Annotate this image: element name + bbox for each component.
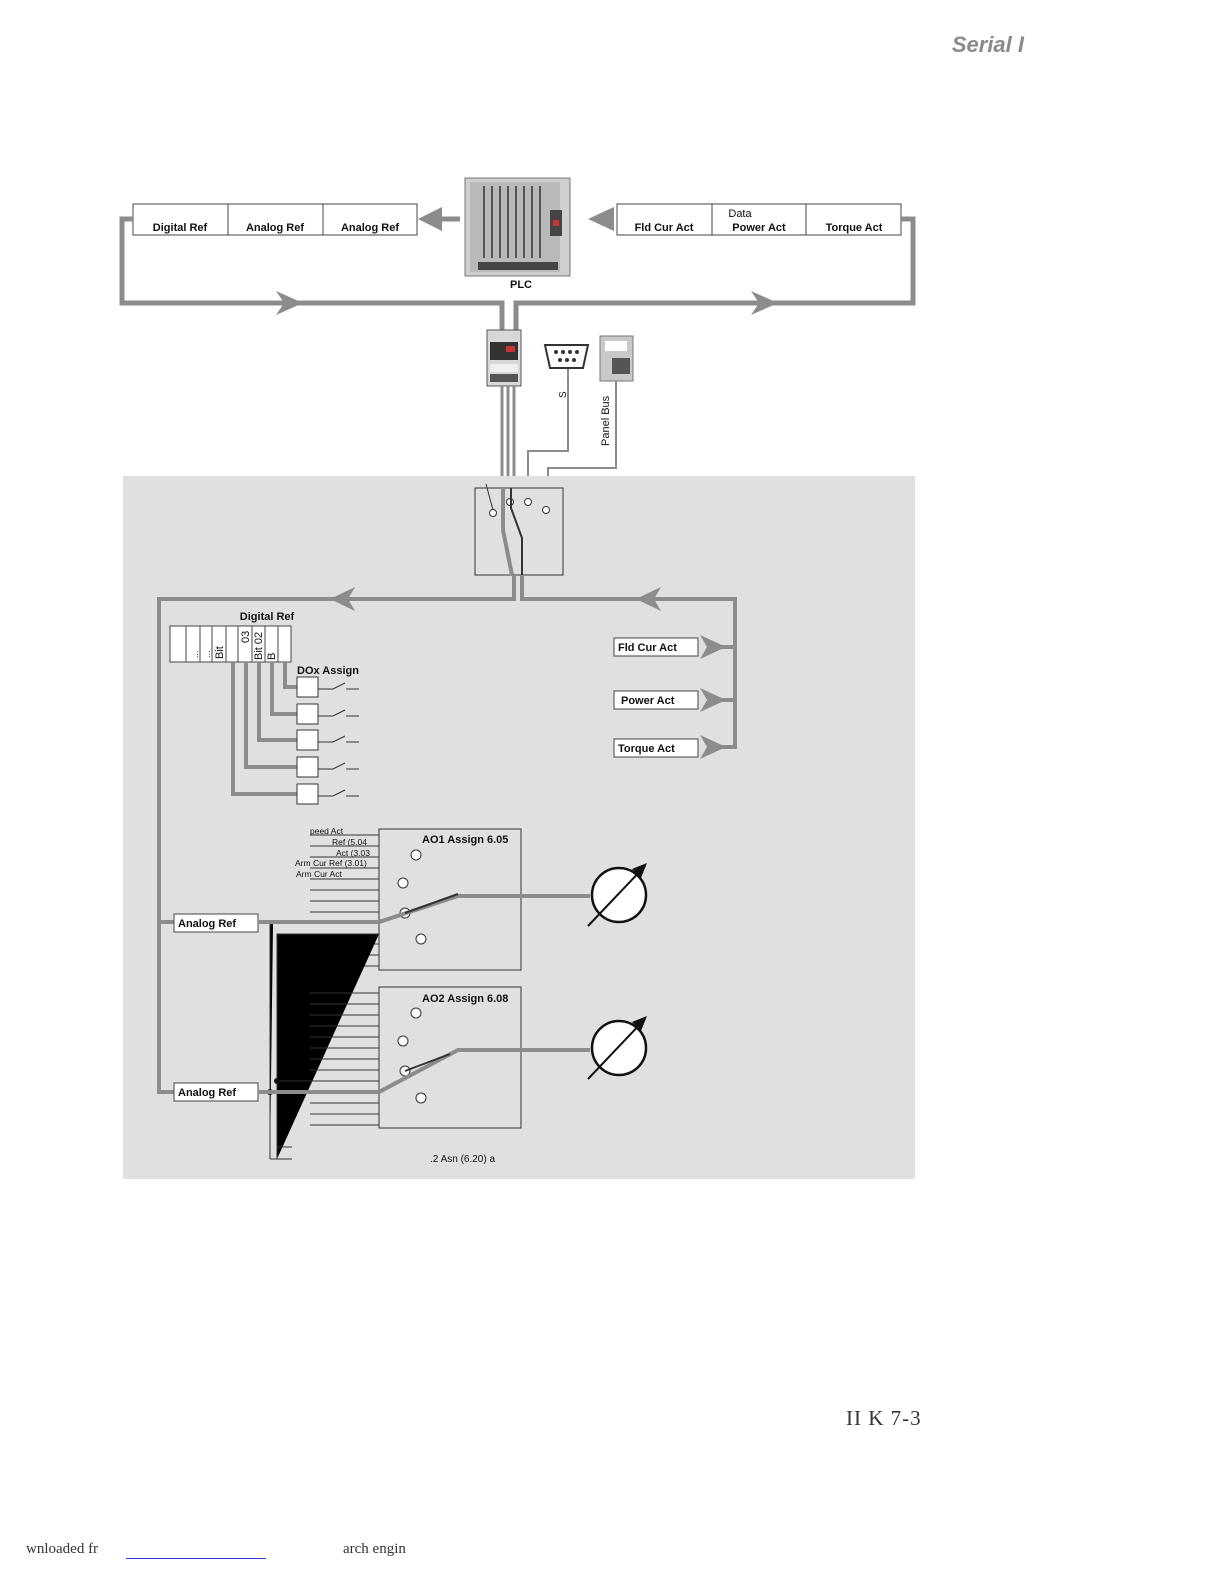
footer-left-text: wnloaded fr: [26, 1541, 99, 1557]
panel-bus-label: Panel Bus: [600, 395, 612, 446]
arrow-right-to-plc: [588, 207, 614, 231]
plc-field-torque-act: Torque Act: [826, 222, 883, 234]
ao1-input-arm-cur-act: Arm Cur Act: [296, 869, 342, 879]
drive-bottom-note: .2 Asn (6.20) a: [430, 1154, 495, 1165]
plc-rack-icon: [464, 177, 571, 277]
bit-cell-03: 03: [240, 631, 252, 643]
plc-data-frame: Digital Ref Analog Ref Analog Ref Data F…: [119, 203, 916, 330]
drive-analog-ref-1: Analog Ref: [178, 918, 236, 930]
arrow-torque-act: [700, 735, 726, 759]
drive-torque-act: Torque Act: [618, 743, 675, 755]
ao1-title: AO1 Assign 6.05: [422, 834, 508, 846]
bit-cell-dots-2: ...: [202, 650, 212, 658]
plc-data-caption: Data: [728, 208, 752, 220]
drive-digital-ref-label: Digital Ref: [240, 611, 295, 623]
digital-ref-bit-register: [169, 625, 292, 663]
bit-cell-b: B: [266, 653, 278, 660]
dox-relay-outputs: [296, 676, 359, 805]
plc-label: PLC: [510, 279, 532, 291]
ao1-input-act: Act (3.03: [336, 848, 370, 858]
dox-assign-label: DOx Assign: [297, 665, 359, 677]
plc-field-power-act: Power Act: [732, 222, 786, 234]
plc-field-analog-ref-2: Analog Ref: [341, 222, 399, 234]
footer-right-text: arch engin: [343, 1541, 406, 1557]
bit-cell-bit: Bit: [214, 646, 226, 659]
ao2-meter-icon: [587, 1016, 648, 1080]
plc-field-fld-cur-act: Fld Cur Act: [635, 222, 694, 234]
drive-analog-ref-2: Analog Ref: [178, 1087, 236, 1099]
arrow-loop-left: [276, 291, 303, 315]
arrow-fld-cur-act: [700, 635, 726, 659]
arrow-loop-right: [751, 291, 778, 315]
bit-cell-bit-02: Bit 02: [253, 632, 265, 660]
ao1-selector-block: [258, 828, 590, 1159]
arrow-to-digital-ref: [330, 587, 355, 611]
footer-link[interactable]: [126, 1558, 266, 1559]
serial-port-connector-icon: [543, 344, 590, 369]
drive-fld-cur-act: Fld Cur Act: [618, 642, 677, 654]
arrow-plc-to-left: [418, 207, 442, 231]
ao1-meter-icon: [587, 863, 648, 927]
ao2-selector-block: [258, 986, 590, 1160]
channel-selector-switch: [474, 483, 564, 576]
ao1-input-speed-act: peed Act: [310, 826, 344, 836]
ao1-input-ref: Ref (5.04: [332, 837, 367, 847]
serial-cable-label: S: [558, 391, 569, 398]
panel-bus-module-icon: [599, 335, 634, 382]
fieldbus-adapter-icon: [486, 329, 522, 387]
ao1-input-arm-cur-ref: Arm Cur Ref (3.01): [295, 858, 367, 868]
plc-field-analog-ref-1: Analog Ref: [246, 222, 304, 234]
bit-cell-dots-1: ...: [190, 650, 200, 658]
ao2-title: AO2 Assign 6.08: [422, 993, 508, 1005]
page-number: II K 7-3: [846, 1406, 922, 1430]
drive-power-act: Power Act: [621, 695, 675, 707]
plc-field-digital-ref: Digital Ref: [153, 222, 208, 234]
page-header-title: Serial I: [951, 32, 1024, 57]
arrow-power-act: [700, 688, 726, 712]
arrow-from-act-outputs: [636, 587, 661, 611]
